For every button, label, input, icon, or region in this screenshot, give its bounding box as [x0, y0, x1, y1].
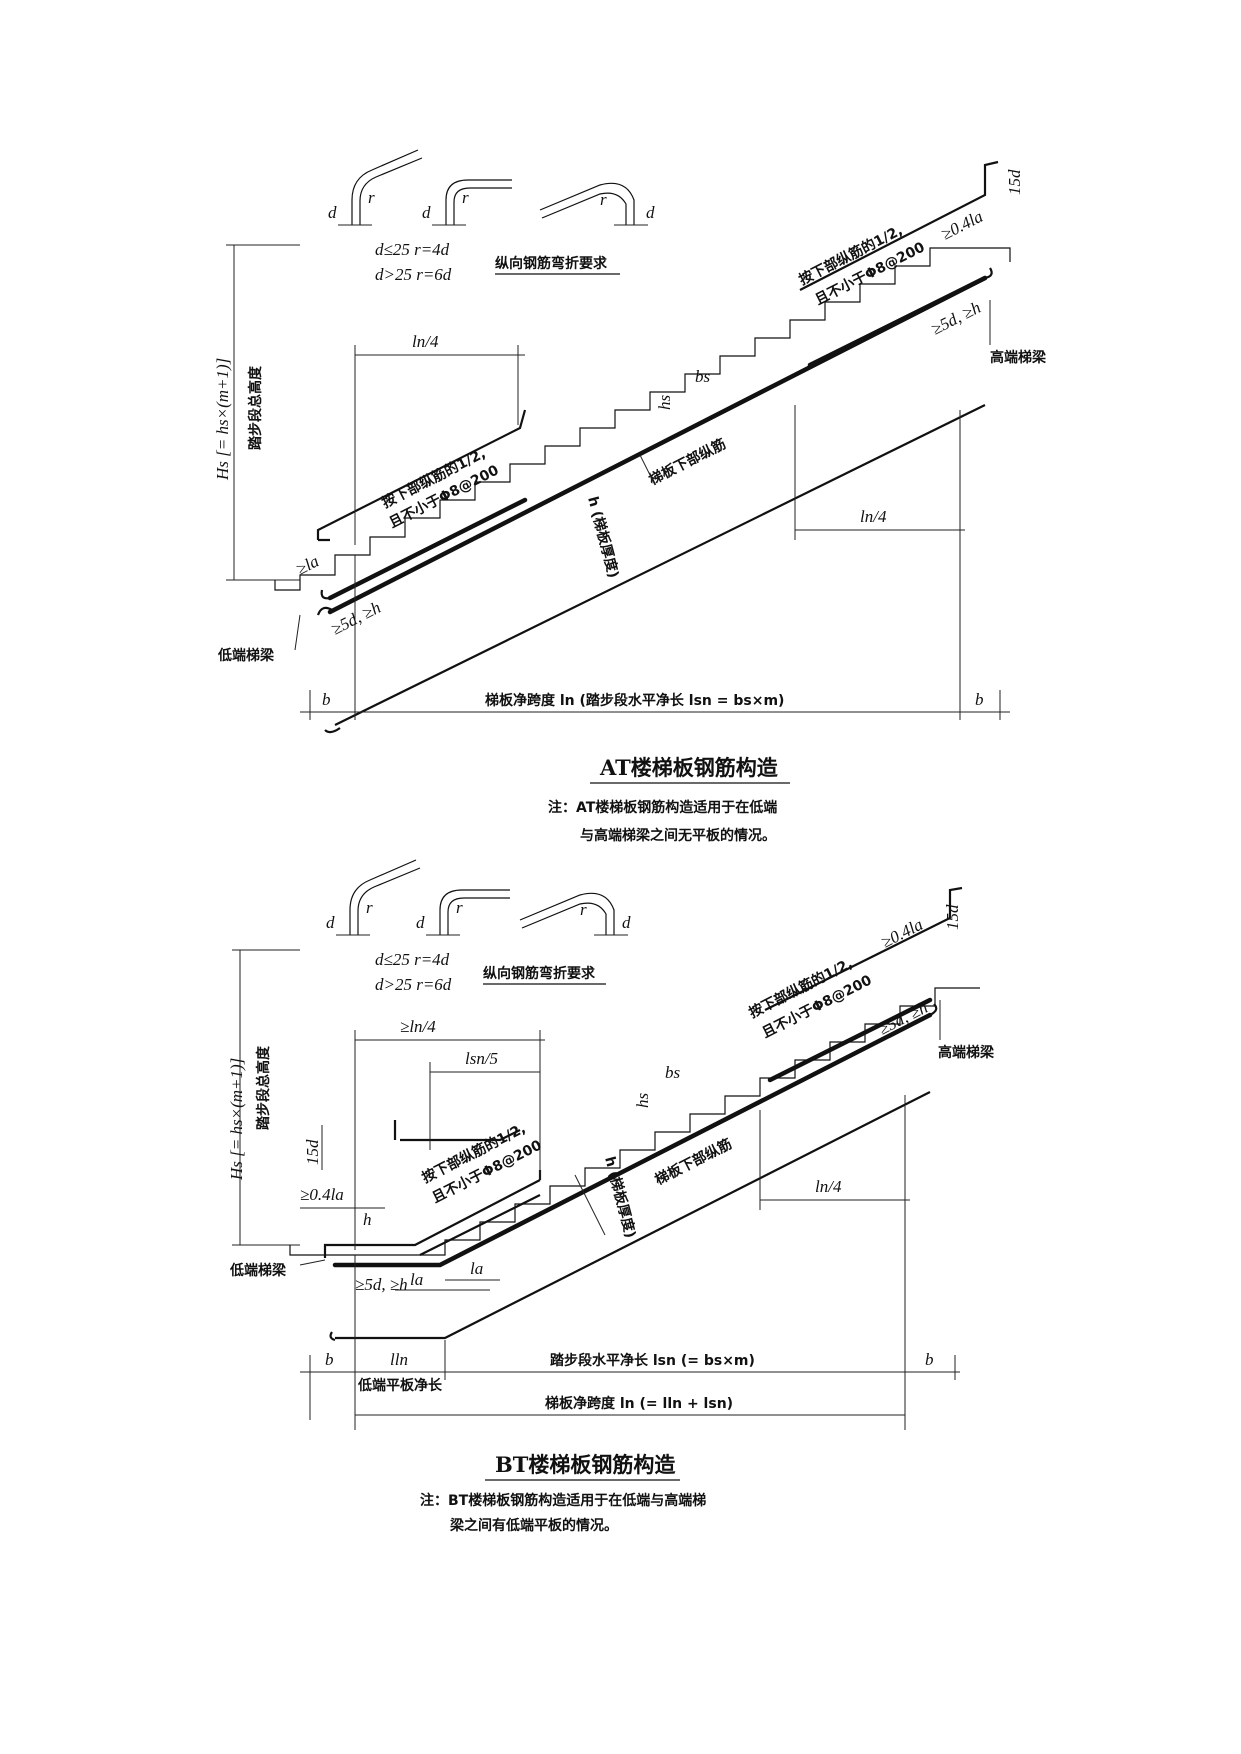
bt-0.4la-low: ≥0.4la — [300, 1185, 344, 1204]
svg-text:r: r — [368, 188, 375, 207]
bt-total-height-desc: 踏步段总高度 — [255, 1045, 272, 1130]
bt-lsn-span: 踏步段水平净长 lsn (= bs×m) — [550, 1352, 755, 1369]
at-bend-d-1: d — [328, 203, 337, 222]
at-hook-15d: 15d — [1005, 169, 1024, 195]
at-note-2: 与高端梯梁之间无平板的情况。 — [580, 827, 776, 844]
at-0.4la: ≥0.4la — [938, 207, 986, 244]
bt-bottom-rebar-label: 梯板下部纵筋 — [652, 1135, 735, 1188]
svg-text:d: d — [622, 913, 631, 932]
at-high-beam: 高端梯梁 — [990, 349, 1047, 366]
bt-span: 梯板净跨度 ln (= lln + lsn) — [545, 1395, 733, 1412]
bt-anchor-high: ≥5d, ≥h — [875, 998, 931, 1039]
bt-la-2: la — [470, 1259, 483, 1278]
bt-note-1: 注：BT楼梯板钢筋构造适用于在低端与高端梯 — [420, 1492, 706, 1509]
at-bend-hook-2 — [445, 179, 512, 225]
bt-note-2: 梁之间有低端平板的情况。 — [449, 1517, 618, 1534]
bt-top-rebar-low — [323, 1179, 541, 1258]
at-bend-rule-1: d≤25 r=4d — [375, 240, 450, 259]
at-stair-steps — [274, 247, 1011, 591]
at-slab-thickness: h (梯板厚度) — [584, 495, 622, 580]
bt-bs: bs — [665, 1063, 681, 1082]
bt-top-rebar-high — [764, 886, 963, 1011]
bt-total-height: Hs [= hs×(m+1)] — [227, 1058, 246, 1181]
bt-anchor-low: ≥5d, ≥h — [355, 1275, 408, 1294]
bt-b-left: b — [325, 1350, 334, 1369]
at-bend-hook-3 — [539, 182, 635, 225]
svg-text:d: d — [416, 913, 425, 932]
svg-text:ln/4: ln/4 — [860, 507, 887, 526]
at-span: 梯板净跨度 ln (踏步段水平净长 lsn = bs×m) — [485, 692, 784, 709]
bt-low-flat: 低端平板净长 — [357, 1377, 443, 1394]
at-bend-rule-2: d>25 r=6d — [375, 265, 452, 284]
svg-text:ln/4: ln/4 — [412, 332, 439, 351]
at-span-dim: b b 梯板净跨度 ln (踏步段水平净长 lsn = bs×m) — [300, 410, 1010, 720]
at-b-right: b — [975, 690, 984, 709]
bt-span-dims: b b lln 低端平板净长 踏步段水平净长 lsn (= bs×m) 梯板净跨… — [300, 1095, 960, 1430]
svg-text:r: r — [600, 190, 607, 209]
at-bend-hook-1 — [351, 149, 419, 225]
at-b-left: b — [322, 690, 331, 709]
bt-bend-title: 纵向钢筋弯折要求 — [483, 965, 596, 982]
bt-low-beam: 低端梯梁 — [229, 1262, 287, 1279]
at-bend-details: d d d r r r d≤25 r=4d d>25 r=6d 纵向钢筋弯折要求 — [328, 149, 655, 284]
bt-hook-15d-high: 15d — [943, 904, 962, 930]
at-height-dim: Hs [= hs×(m+1)] 踏步段总高度 — [213, 244, 300, 581]
svg-text:r: r — [366, 898, 373, 917]
at-hs: hs — [655, 395, 674, 411]
at-slab-bottom — [334, 404, 986, 726]
bt-high-beam: 高端梯梁 — [938, 1044, 995, 1061]
bt-height-dim: Hs [= hs×(m+1)] 踏步段总高度 — [227, 949, 300, 1246]
svg-text:r: r — [456, 898, 463, 917]
at-top-rebar-low — [316, 409, 527, 542]
bt-lsn5: lsn/5 — [465, 1049, 498, 1068]
at-bend-title: 纵向钢筋弯折要求 — [495, 255, 608, 272]
at-anchor-low: ≥5d, ≥h — [328, 598, 384, 639]
bt-ln4-bottom: ln/4 — [815, 1177, 842, 1196]
bt-0.4la-high: ≥0.4la — [878, 915, 926, 952]
bt-hs: hs — [633, 1093, 652, 1109]
at-bs: bs — [695, 367, 711, 386]
bt-ln4-top: ≥ln/4 — [400, 1017, 436, 1036]
at-total-height-desc: 踏步段总高度 — [247, 365, 264, 450]
svg-text:r: r — [462, 188, 469, 207]
svg-text:r: r — [580, 900, 587, 919]
bt-bottom-rebar — [332, 1012, 933, 1268]
at-top-rebar-high — [799, 160, 999, 291]
bt-slab-bottom — [335, 1091, 931, 1340]
at-low-beam: 低端梯梁 — [217, 647, 275, 664]
at-bend-d-2: d — [422, 203, 431, 222]
bt-title: BT楼梯板钢筋构造 — [495, 1452, 676, 1477]
bt-h-mark: h — [363, 1210, 372, 1229]
at-title: AT楼梯板钢筋构造 — [599, 755, 779, 780]
at-bend-d-3: d — [646, 203, 655, 222]
bt-bend-rule-2: d>25 r=6d — [375, 975, 452, 994]
bt-bend-rule-1: d≤25 r=4d — [375, 950, 450, 969]
at-diagram: d d d r r r d≤25 r=4d d>25 r=6d 纵向钢筋弯折要求… — [213, 149, 1047, 844]
at-ln4-bottom: ln/4 — [794, 405, 965, 540]
bt-b-right: b — [925, 1350, 934, 1369]
at-total-height: Hs [= hs×(m+1)] — [213, 358, 232, 481]
at-note-1: 注：AT楼梯板钢筋构造适用于在低端 — [548, 799, 777, 816]
bt-bend-details: d d d r r r d≤25 r=4d d>25 r=6d 纵向钢筋弯折要求 — [326, 859, 631, 994]
bt-hook-15d-low: 15d — [303, 1139, 322, 1165]
bt-diagram: d d d r r r d≤25 r=4d d>25 r=6d 纵向钢筋弯折要求… — [227, 859, 995, 1534]
at-ln4-top: ln/4 — [354, 332, 525, 545]
bt-lln: lln — [390, 1350, 408, 1369]
svg-text:d: d — [326, 913, 335, 932]
bt-la-1: la — [410, 1270, 423, 1289]
